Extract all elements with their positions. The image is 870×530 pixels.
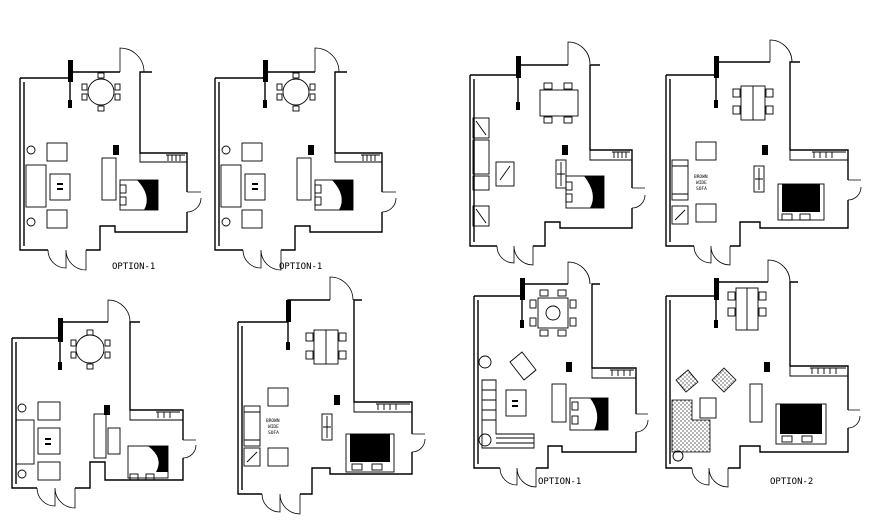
plan-b: OPTION-1 <box>214 47 397 272</box>
plan-g: OPTION-1 <box>473 261 649 488</box>
label-option-f: OPTION-2 <box>770 477 813 487</box>
plan-f: BROWN WIDE SOFA <box>237 276 426 515</box>
sofa-label-1-line3: SOFA <box>696 186 707 192</box>
plan-h: OPTION-2 <box>665 259 861 488</box>
sofa-label-1-line2: WIDE <box>696 180 707 186</box>
label-option-a2: OPTION-1 <box>279 262 322 272</box>
label-option-a1: OPTION-1 <box>112 262 155 272</box>
sofa-label-2-line3: SOFA <box>268 430 279 436</box>
sofa-label-2-line2: WIDE <box>268 424 279 430</box>
sofa-label-2-line1: BROWN <box>266 418 280 424</box>
plan-e <box>11 299 197 509</box>
label-option-e: OPTION-1 <box>538 477 581 487</box>
plan-c <box>469 41 646 266</box>
sofa-label-1-line1: BROWN <box>694 174 708 180</box>
plan-a: OPTION-1 <box>19 47 202 272</box>
plan-d: BROWN WIDE SOFA <box>665 39 862 266</box>
